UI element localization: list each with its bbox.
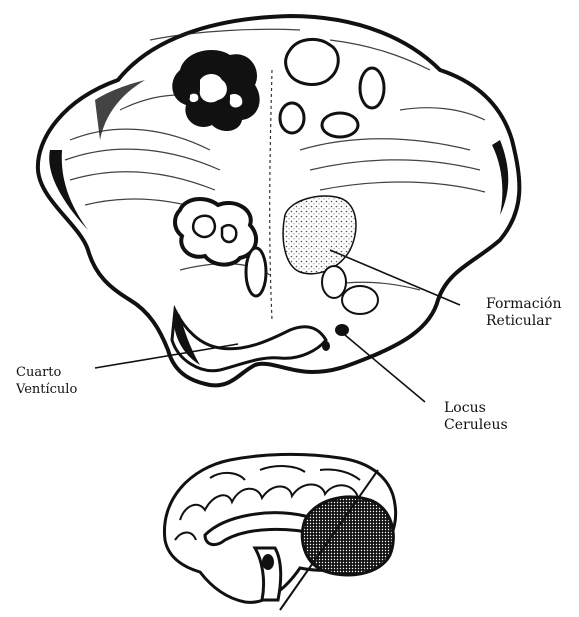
pons-cross-section [38,16,519,385]
label-locus-ceruleus-line1: Locus [444,400,508,417]
label-formacion-reticular-line1: Formación [486,296,561,313]
label-locus-ceruleus: Locus Ceruleus [444,400,508,434]
label-formacion-reticular-line2: Reticular [486,313,561,330]
label-cuarto-ventriculo-line2: Ventículo [16,381,77,398]
label-cuarto-ventriculo: Cuarto Ventículo [16,364,77,398]
label-formacion-reticular: Formación Reticular [486,296,561,330]
label-locus-ceruleus-line2: Ceruleus [444,417,508,434]
label-cuarto-ventriculo-line1: Cuarto [16,364,77,381]
sagittal-brain [164,454,395,610]
